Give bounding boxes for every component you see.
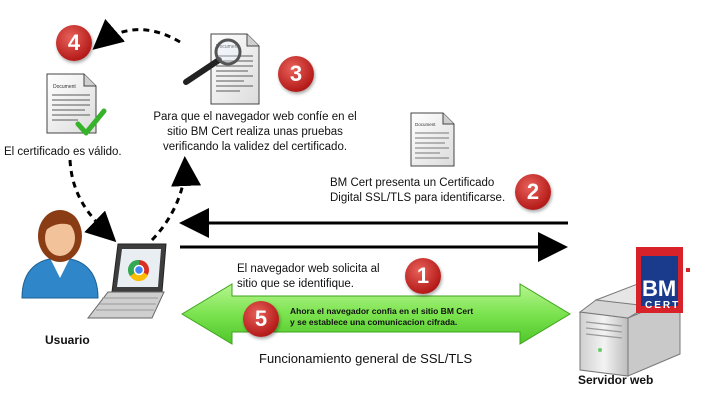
dashed-arrow-4-to-laptop (68, 159, 117, 243)
certificate-document-icon: Document (210, 33, 260, 105)
step-4-text: El certificado es válido. (4, 146, 122, 158)
dashed-arrow-laptop-to-3 (150, 156, 202, 242)
step-1-text: El navegador web solicita al sitio que s… (237, 263, 380, 290)
user-label: Usuario (45, 333, 90, 347)
document-header: Document (415, 122, 436, 127)
step-3-badge: 3 (278, 56, 314, 92)
step-3-text: Para que el navegador web confíe en el s… (153, 111, 357, 153)
step-4-badge: 4 (56, 25, 92, 61)
dashed-arrow-3-to-4 (92, 18, 181, 50)
logo-text-bottom: CERT (645, 300, 681, 311)
magnifier-icon (183, 38, 242, 85)
laptop-icon (86, 243, 167, 319)
checkmark-icon (75, 108, 107, 136)
diagram-title: Funcionamiento general de SSL/TLS (259, 351, 473, 366)
step-1-badge: 1 (405, 258, 441, 294)
document-header: Document (216, 44, 239, 50)
presented-certificate-document-icon: Document (410, 112, 455, 167)
valid-certificate-document-icon: Document (46, 73, 97, 134)
step-2-badge: 2 (515, 174, 551, 210)
step-5-badge: 5 (243, 301, 279, 337)
browser-icon (127, 259, 149, 282)
step-2-text: BM Cert presenta un Certificado Digital … (330, 177, 506, 204)
document-header: Document (53, 84, 76, 90)
server-label: Servidor web (578, 373, 654, 387)
logo-text-top: BM (642, 276, 677, 301)
encrypted-channel-arrow (181, 283, 571, 345)
logo-icon (636, 247, 690, 313)
user-icon (21, 210, 99, 299)
step-5-text: Ahora el navegador confia en el sitio BM… (290, 306, 474, 327)
